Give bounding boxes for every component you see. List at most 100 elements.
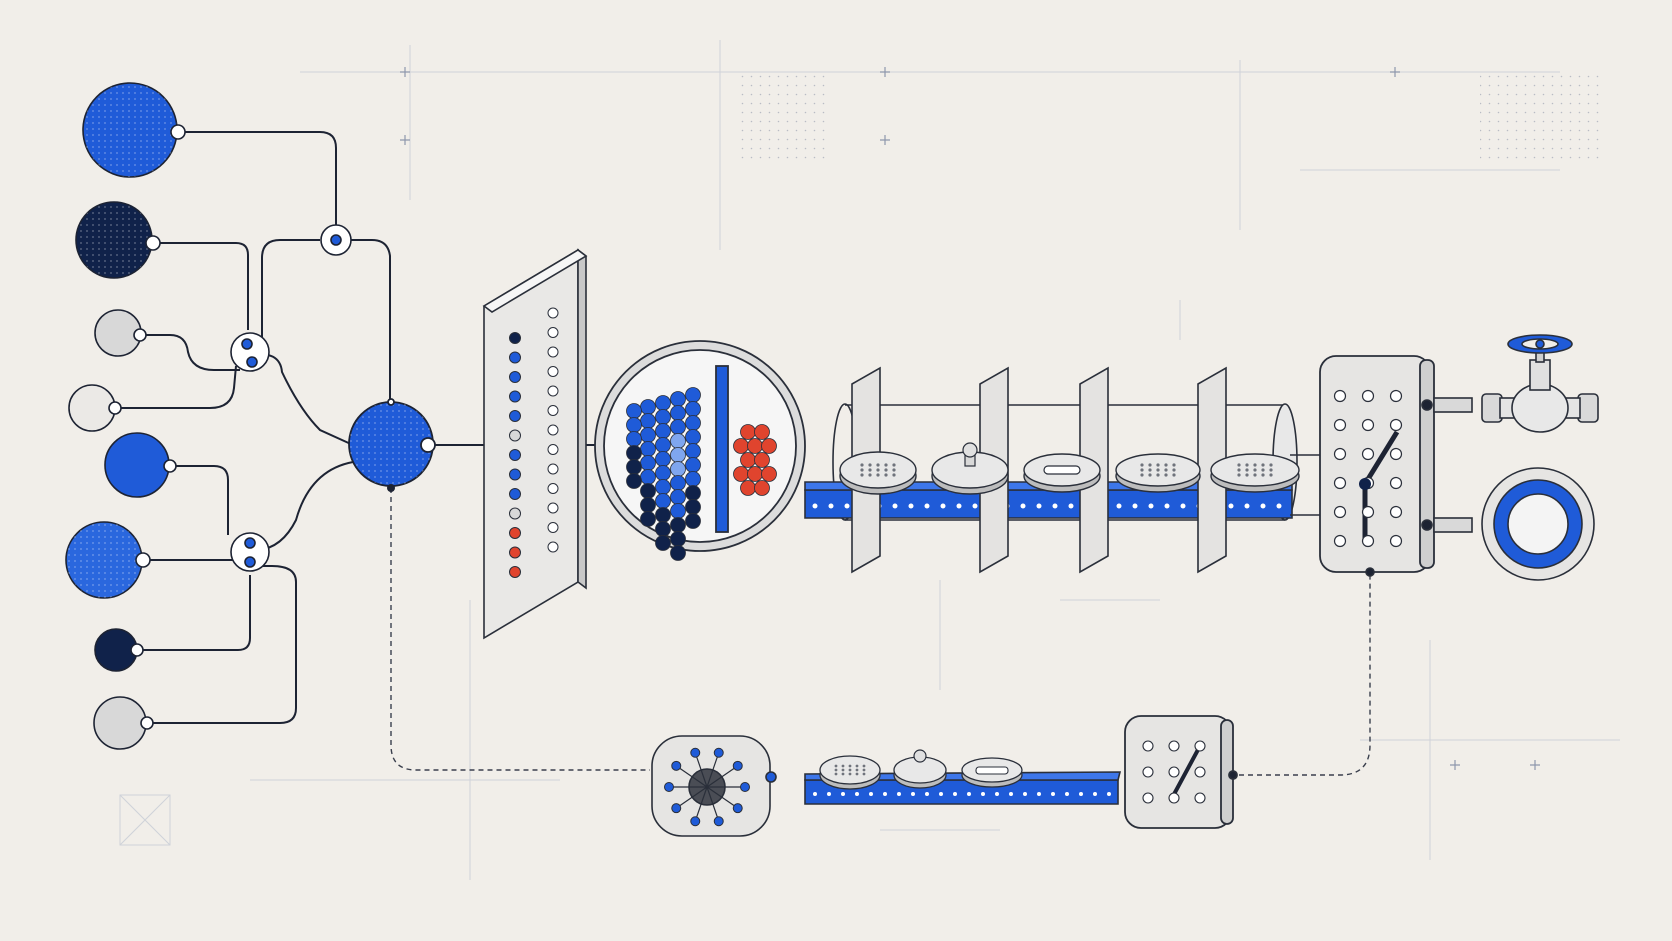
belt-hole (1093, 792, 1097, 796)
lens-ball (640, 483, 656, 499)
switch-pivot (1359, 478, 1371, 490)
belt-hole (869, 792, 873, 796)
plate-hole (848, 764, 852, 768)
belt-hole (1009, 792, 1013, 796)
junction-top (320, 224, 352, 256)
switch-dot (1333, 418, 1347, 432)
hub-spoke-node (690, 816, 701, 827)
panel-dot (509, 390, 521, 403)
lens-ball (685, 429, 701, 445)
belt-hole (1023, 792, 1027, 796)
panel-dot (509, 566, 521, 578)
switch-dot (1194, 766, 1206, 778)
belt-hole (844, 503, 850, 509)
belt-hole (1051, 792, 1055, 796)
input-nodes (65, 82, 186, 750)
panel-dot (509, 332, 521, 344)
belt-hole (1148, 503, 1154, 509)
panel-dot (547, 346, 559, 358)
plate-hole (876, 468, 880, 472)
switch-dot (1142, 766, 1154, 778)
panel-dot (547, 541, 559, 553)
central-hub (348, 398, 436, 487)
lens-ball (655, 507, 671, 523)
belt-hole (1107, 792, 1111, 796)
switch-dot (1142, 792, 1154, 804)
switch-dot (1333, 476, 1347, 490)
lens-ball (640, 469, 656, 485)
lens-ball (640, 399, 656, 415)
lens-ball (670, 391, 686, 407)
plate-hole (1148, 473, 1152, 477)
switch-dot (1389, 447, 1403, 461)
plate-hole (868, 463, 872, 467)
plate-hole (1245, 468, 1249, 472)
lens-ball (670, 503, 686, 519)
belt-hole (812, 503, 818, 509)
lens-ball (655, 451, 671, 467)
panel-dot (509, 507, 521, 520)
lens-ball (670, 489, 686, 505)
plate-knob (962, 442, 978, 458)
panel-dot (547, 307, 559, 319)
switch-dot (1389, 505, 1403, 519)
switch-connectors (1290, 397, 1473, 577)
lens-ball (685, 387, 701, 403)
plate-hole (1269, 473, 1273, 477)
belt-hole (981, 792, 985, 796)
valve-icon (1481, 334, 1599, 433)
belt-hole (892, 503, 898, 509)
lens-ball-red (754, 424, 770, 440)
hub-spoke (706, 752, 720, 788)
switch-dot (1168, 792, 1180, 804)
plate-hole (841, 764, 845, 768)
belt-hole (939, 792, 943, 796)
lens-ball (670, 475, 686, 491)
plate-hole (855, 772, 859, 776)
plate-hole (884, 473, 888, 477)
plate-slot (1043, 465, 1081, 475)
hub-spoke-node (671, 803, 682, 814)
lens-ball (626, 445, 642, 461)
panel-dot (547, 444, 559, 455)
belt-hole (1164, 503, 1170, 509)
hub-spoke (706, 786, 739, 809)
input-wiring (115, 131, 612, 724)
junction-nodes (230, 224, 352, 572)
plate-hole (834, 768, 838, 772)
belt-hole (995, 792, 999, 796)
belt-hole (1020, 503, 1026, 509)
belt-hole (1068, 503, 1074, 509)
lens-ball (640, 413, 656, 429)
switch-dot (1194, 792, 1206, 804)
lens-ball-red (740, 480, 756, 496)
hub-spoke-node (664, 782, 674, 792)
plate-hole (834, 764, 838, 768)
lens-ball-red (733, 466, 749, 482)
plate-hole (1164, 463, 1168, 467)
plate-hole (1245, 463, 1249, 467)
belt-hole (1079, 792, 1083, 796)
switch-dot (1389, 389, 1403, 403)
plate-hole (1237, 468, 1241, 472)
plate-hole (848, 772, 852, 776)
switch-dot (1168, 740, 1180, 752)
plate-hole (1156, 473, 1160, 477)
plate-hole (855, 764, 859, 768)
plate-hole (1245, 473, 1249, 477)
panel-dot (547, 502, 559, 514)
belt-hole (1065, 792, 1069, 796)
plate-hole (1253, 463, 1257, 467)
lens-ball-red (761, 466, 777, 482)
plate-hole (884, 463, 888, 467)
hub-spoke (694, 786, 708, 822)
lens-ball-red (754, 452, 770, 468)
input-node-1 (82, 82, 186, 178)
lens-ball (655, 409, 671, 425)
lens-ball-red (747, 466, 763, 482)
lower-belt-holes (813, 792, 1111, 796)
belt-hole (813, 792, 817, 796)
plate-hole (868, 473, 872, 477)
belt-hole (1132, 503, 1138, 509)
